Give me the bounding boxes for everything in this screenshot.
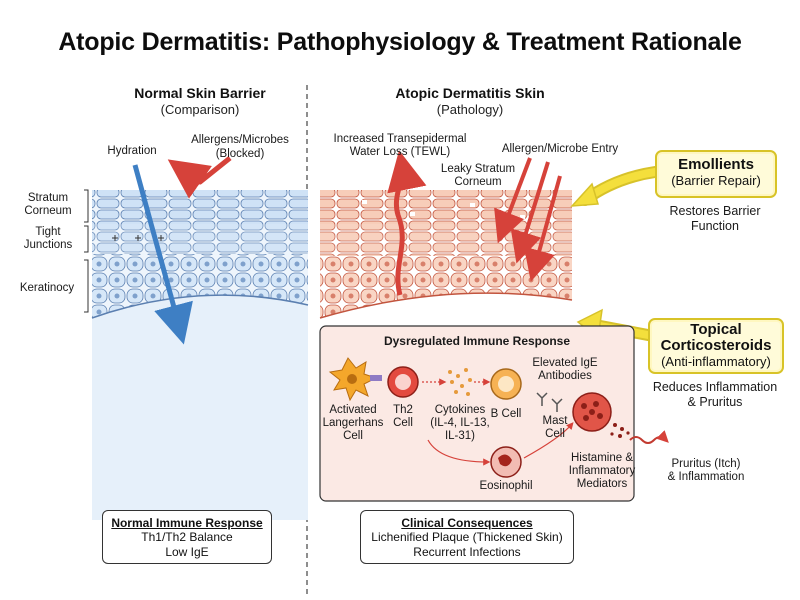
corticosteroids-title-1: Topical	[690, 321, 742, 338]
emollients-desc-1: Restores Barrier	[669, 204, 761, 218]
clinical-line2: Recurrent Infections	[413, 545, 521, 559]
entry-arrow-3	[523, 175, 562, 282]
corticosteroids-subtitle: (Anti-inflammatory)	[661, 354, 771, 369]
corticosteroids-desc-1: Reduces Inflammation	[652, 380, 778, 394]
histamine-label-3: Mediators	[576, 478, 628, 490]
blocked-allergen-arrow	[167, 156, 232, 199]
immune-panel-title: Dysregulated Immune Response	[383, 334, 571, 348]
cytokines-label-1: Cytokines	[434, 404, 486, 416]
page-title: Atopic Dermatitis: Pathophysiology & Tre…	[58, 28, 742, 56]
pruritus-label-2: & Inflammation	[667, 471, 745, 483]
mast-cell-icon	[572, 392, 612, 432]
tewl-label-1: Increased Transepidermal	[333, 133, 467, 145]
th2-label-2: Cell	[393, 417, 413, 429]
allergens-label-2: (Blocked)	[215, 148, 265, 160]
cytokines-label-3: IL-31)	[444, 430, 476, 442]
normal-immune-box: Normal Immune Response Th1/Th2 Balance L…	[102, 510, 272, 564]
emollients-title: Emollients	[678, 156, 754, 173]
histamine-label-1: Histamine &	[571, 452, 633, 464]
normal-immune-line2: Low IgE	[165, 545, 209, 559]
mast-label-2: Cell	[545, 428, 565, 440]
corticosteroids-desc-2: & Pruritus	[687, 395, 743, 409]
entry-label: Allergen/Microbe Entry	[501, 143, 619, 155]
normal-stratum-corneum	[92, 190, 308, 224]
th2-label-1: Th2	[393, 404, 413, 416]
ad-skin-subheader: (Pathology)	[436, 102, 504, 117]
pruritus-label-1: Pruritus (Itch)	[671, 458, 741, 470]
pruritus-arrow	[629, 430, 669, 444]
allergens-label-1: Allergens/Microbes	[191, 134, 289, 146]
normal-immune-title: Normal Immune Response	[111, 516, 263, 530]
ige-label-2: Antibodies	[538, 370, 592, 382]
ad-skin-header: Atopic Dermatitis Skin	[395, 85, 545, 101]
normal-skin-layers	[91, 190, 309, 520]
mast-label-1: Mast	[542, 415, 568, 427]
left-layer-brackets	[84, 189, 89, 313]
tight-label-2: Junctions	[23, 239, 73, 251]
b-cell-label: B Cell	[490, 408, 522, 420]
clinical-line1: Lichenified Plaque (Thickened Skin)	[371, 530, 563, 544]
langerhans-label-2: Langerhans	[322, 417, 384, 429]
normal-immune-line1: Th1/Th2 Balance	[141, 530, 233, 544]
stratum-label-2: Corneum	[24, 205, 72, 217]
hydration-label: Hydration	[107, 145, 157, 157]
ige-antibody-icon	[536, 392, 563, 412]
emollients-subtitle: (Barrier Repair)	[671, 173, 761, 188]
leaky-label-2: Corneum	[454, 176, 502, 188]
ige-label-1: Elevated IgE	[532, 357, 598, 369]
stratum-label-1: Stratum	[27, 192, 69, 204]
cytokines-icon	[448, 368, 472, 396]
normal-keratinocyte-layer	[92, 254, 308, 318]
clinical-consequences-box: Clinical Consequences Lichenified Plaque…	[360, 510, 574, 564]
tight-label-1: Tight	[35, 226, 61, 238]
entry-arrow-1	[494, 157, 532, 244]
normal-skin-subheader: (Comparison)	[160, 102, 240, 117]
emollients-callout: Emollients (Barrier Repair)	[655, 150, 777, 198]
emollients-desc-2: Function	[691, 219, 739, 233]
corticosteroids-title-2: Corticosteroids	[660, 337, 772, 354]
normal-tight-junctions	[92, 224, 308, 254]
entry-arrow-2	[510, 161, 550, 264]
clinical-title: Clinical Consequences	[401, 516, 533, 530]
tewl-arrow	[387, 150, 427, 296]
leaky-label-1: Leaky Stratum	[440, 163, 516, 175]
langerhans-label-1: Activated	[329, 404, 377, 416]
tewl-label-2: Water Loss (TEWL)	[349, 146, 451, 158]
langerhans-cell-icon	[328, 357, 378, 402]
cytokines-label-2: (IL-4, IL-13,	[430, 417, 490, 429]
eosinophil-label: Eosinophil	[479, 480, 533, 492]
langerhans-label-3: Cell	[343, 430, 363, 442]
keratinocyte-label: Keratinocy	[19, 282, 75, 294]
histamine-label-2: Inflammatory	[568, 465, 636, 477]
normal-skin-header: Normal Skin Barrier	[134, 85, 266, 101]
hydration-arrow	[132, 164, 193, 345]
corticosteroids-callout: Topical Corticosteroids (Anti-inflammato…	[648, 318, 784, 374]
